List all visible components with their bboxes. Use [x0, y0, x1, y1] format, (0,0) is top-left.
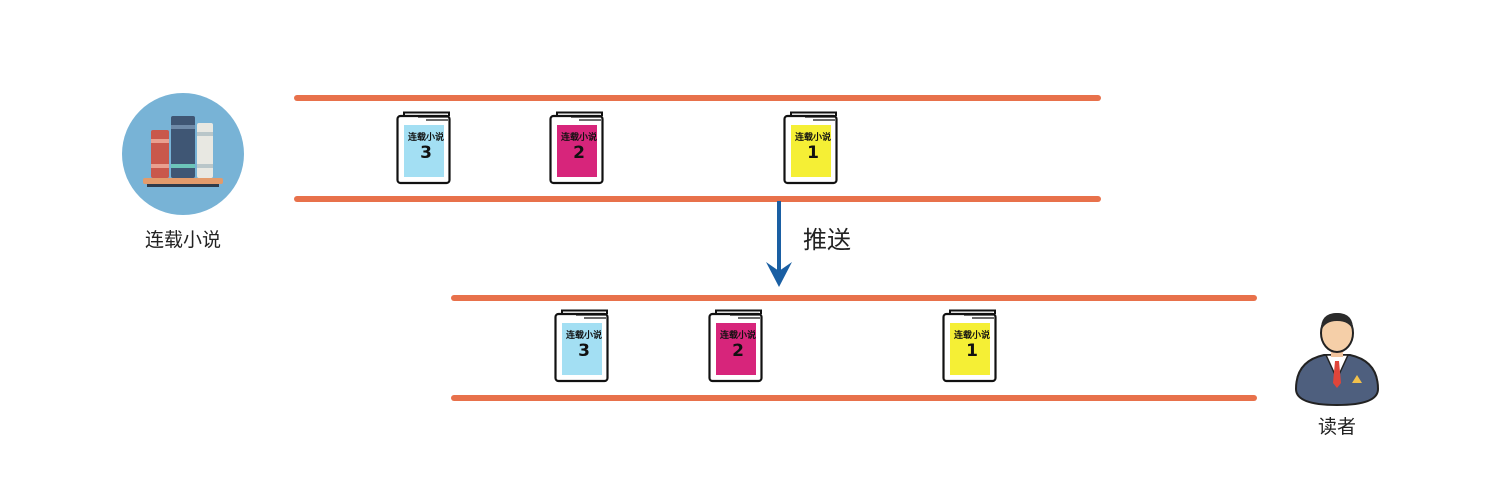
- book-number: 3: [420, 143, 432, 163]
- reader-label: 读者: [1317, 416, 1356, 438]
- book-number: 3: [578, 341, 590, 361]
- source-label: 连载小说: [144, 229, 221, 251]
- push-label: 推送: [803, 226, 851, 254]
- push-arrow-icon: [762, 201, 796, 293]
- reader-queue-top-line: [451, 295, 1257, 301]
- book-title: 连载小说: [953, 331, 990, 341]
- book-title: 连载小说: [560, 133, 597, 143]
- source-queue-bottom-line: [294, 196, 1101, 202]
- book-number: 2: [732, 341, 744, 361]
- book-title: 连载小说: [719, 331, 756, 341]
- source-queue-top-line: [294, 95, 1101, 101]
- book-title: 连载小说: [407, 133, 444, 143]
- book-title: 连载小说: [565, 331, 602, 341]
- book-number: 1: [966, 341, 978, 361]
- book-title: 连载小说: [794, 133, 831, 143]
- bookshelf-icon: [121, 92, 245, 220]
- reader-queue-bottom-line: [451, 395, 1257, 401]
- book-number: 2: [573, 143, 585, 163]
- reader-avatar-icon: [1294, 309, 1380, 411]
- book-number: 1: [807, 143, 819, 163]
